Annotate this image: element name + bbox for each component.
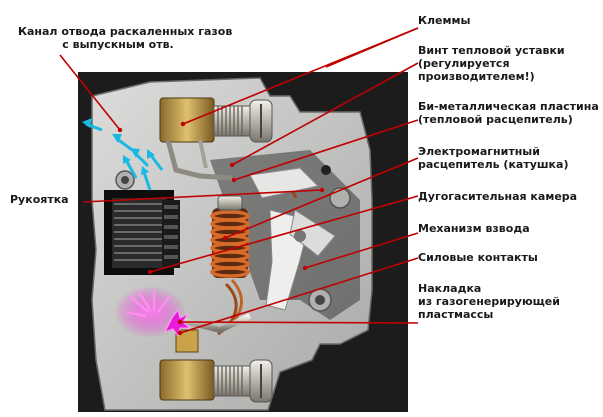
leader-electromagnetic xyxy=(224,157,419,239)
leader-handle xyxy=(82,189,323,203)
leader-arc-chamber xyxy=(149,195,419,273)
leader-thermal-screw xyxy=(231,62,419,166)
label-thermal-screw-line1: Винт тепловой уставки xyxy=(418,44,565,57)
bimetal-plate xyxy=(165,139,233,181)
leader-mechanism xyxy=(304,232,419,269)
electromagnetic-coil xyxy=(210,195,250,278)
leader-lines xyxy=(59,27,419,334)
top-terminal xyxy=(159,97,273,143)
leader-bimetal xyxy=(233,119,419,181)
label-bimetal-line2: (тепловой расцепитель) xyxy=(418,113,573,126)
leader-liner xyxy=(179,321,419,324)
hot-gas-arrow-icon xyxy=(82,118,164,191)
bottom-terminal xyxy=(159,359,273,403)
label-contacts: Силовые контакты xyxy=(418,251,538,264)
label-liner: Накладка из газогенерирующей пластмассы xyxy=(418,282,560,321)
label-arc-chamber: Дугогасительная камера xyxy=(418,190,578,203)
leader-gas-channel xyxy=(59,54,121,131)
arc-chute-plates xyxy=(112,198,180,268)
label-bimetal-line1: Би-металлическая пластина xyxy=(418,100,599,113)
label-electromagnetic-line1: Электромагнитный xyxy=(418,145,540,158)
label-mechanism: Механизм взвода xyxy=(418,222,530,235)
leader-contacts xyxy=(179,257,419,334)
power-contacts xyxy=(179,313,252,334)
label-gas-channel-line1: Канал отвода раскаленных газов xyxy=(18,25,233,38)
label-terminals: Клеммы xyxy=(418,14,471,27)
label-handle: Рукоятка xyxy=(10,193,69,206)
arc-spark-icon xyxy=(163,308,192,338)
label-liner-line3: пластмассы xyxy=(418,308,494,321)
label-thermal-screw: Винт тепловой уставки (регулируется прои… xyxy=(418,44,565,83)
label-thermal-screw-line3: производителем!) xyxy=(418,70,535,83)
leader-endpoints xyxy=(117,121,325,336)
label-electromagnetic-line2: расцепитель (катушка) xyxy=(418,158,569,171)
label-gas-channel-line2: с выпускным отв. xyxy=(62,38,174,51)
mechanism-parts xyxy=(249,167,336,311)
label-electromagnetic: Электромагнитный расцепитель (катушка) xyxy=(418,145,568,171)
label-thermal-screw-line2: (регулируется xyxy=(418,57,510,70)
label-gas-channel: Канал отвода раскаленных газов с выпускн… xyxy=(18,25,233,51)
label-liner-line2: из газогенерирующей xyxy=(418,295,560,308)
leader-terminals-top xyxy=(325,27,419,68)
label-liner-line1: Накладка xyxy=(418,282,482,295)
label-bimetal: Би-металлическая пластина (тепловой расц… xyxy=(418,100,599,126)
